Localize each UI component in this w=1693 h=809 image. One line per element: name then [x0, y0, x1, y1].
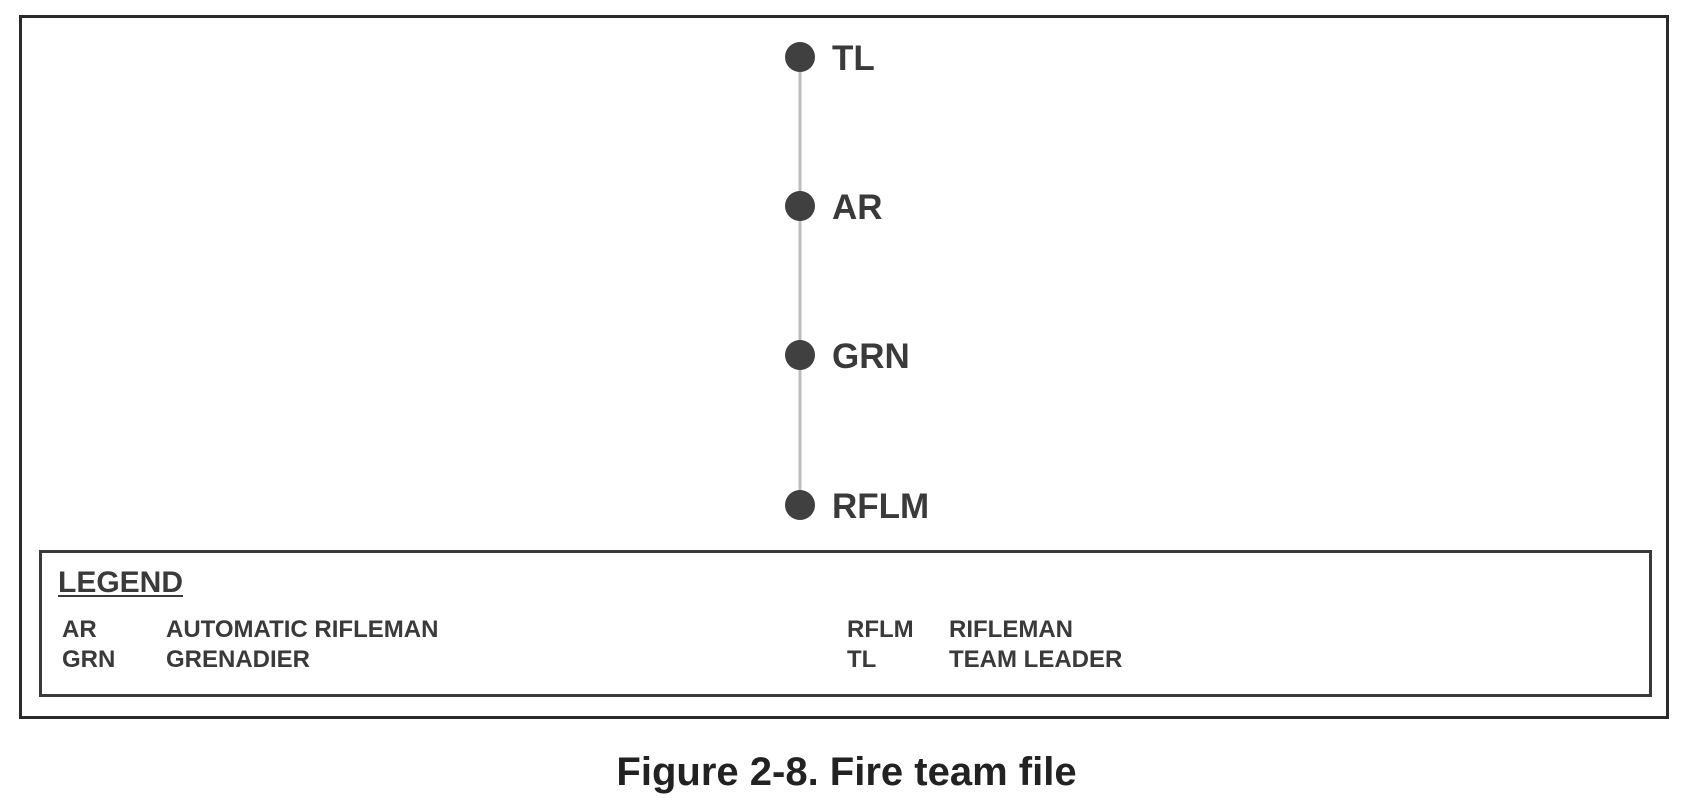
node-rflm: RFLM — [785, 487, 929, 526]
node-grn-label: GRN — [832, 337, 910, 376]
node-rflm-label: RFLM — [832, 487, 929, 526]
node-rflm-marker — [785, 490, 815, 520]
node-tl-label: TL — [832, 39, 875, 78]
legend-meaning: RIFLEMAN — [949, 616, 1073, 643]
legend-title: LEGEND — [58, 566, 184, 599]
node-tl-marker — [785, 42, 815, 72]
figure-frame — [19, 15, 1669, 719]
node-tl: TL — [785, 39, 875, 78]
fire-team-file-diagram: TL AR GRN RFLM — [785, 39, 929, 526]
legend-abbr: RFLM — [847, 616, 914, 643]
node-ar-label: AR — [832, 188, 883, 227]
legend-abbr: AR — [62, 616, 97, 643]
legend-meaning: TEAM LEADER — [949, 646, 1123, 673]
node-ar-marker — [785, 191, 815, 221]
legend-meaning: AUTOMATIC RIFLEMAN — [166, 616, 439, 643]
node-ar: AR — [785, 188, 883, 227]
legend-meaning: GRENADIER — [166, 646, 311, 673]
node-grn: GRN — [785, 337, 910, 376]
legend-box: LEGEND AR AUTOMATIC RIFLEMAN GRN GRENADI… — [39, 550, 1652, 697]
figure-caption: Figure 2-8. Fire team file — [616, 750, 1077, 794]
legend-abbr: GRN — [62, 646, 116, 673]
legend-abbr: TL — [847, 646, 877, 673]
node-grn-marker — [785, 340, 815, 370]
